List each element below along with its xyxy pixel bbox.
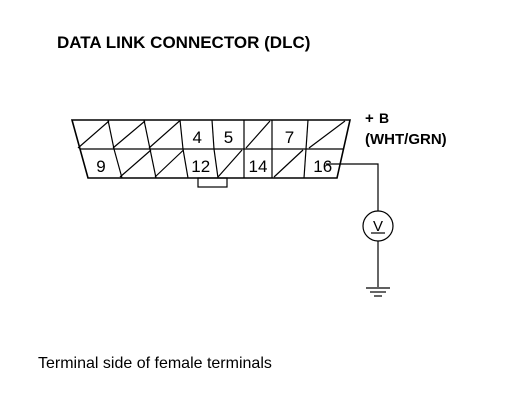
voltmeter-icon: V (362, 210, 394, 242)
pin-label-14: 14 (249, 157, 268, 176)
cell-divider-top (305, 119, 309, 150)
connector-outline (70, 119, 351, 179)
cell-divider-bottom (149, 148, 157, 179)
pin-label-16: 16 (313, 157, 332, 176)
cell-divider-top (179, 119, 184, 150)
empty-cell-slash (119, 149, 152, 178)
empty-cell-slash (308, 120, 346, 149)
probe-wire-positive (326, 163, 379, 211)
empty-cell-slash (77, 120, 110, 149)
wire-color-label: (WHT/GRN) (365, 131, 447, 148)
cell-divider-top (143, 119, 151, 150)
cell-divider-top (107, 119, 115, 150)
empty-cell-slash (112, 120, 146, 149)
pin-label-7: 7 (285, 128, 294, 147)
connector-latch (197, 177, 228, 188)
pin-labels: 9 4 12 5 14 7 16 (96, 128, 332, 176)
diagram-title: DATA LINK CONNECTOR (DLC) (57, 33, 310, 52)
ground-icon (366, 287, 390, 297)
cell-divider-bottom (113, 148, 123, 179)
pin-label-5: 5 (224, 128, 233, 147)
pin-label-9: 9 (96, 157, 105, 176)
empty-cell-slash (217, 149, 243, 178)
empty-cell-slash (148, 120, 180, 149)
cell-divider-bottom (213, 148, 219, 179)
empty-cell-slash (154, 149, 184, 178)
dlc-connector: 9 4 12 5 14 7 16 (70, 119, 351, 188)
cell-divider-bottom (303, 148, 307, 179)
plus-sign: + (365, 110, 374, 127)
voltmeter-letter: V (373, 218, 383, 235)
pin-label-4: 4 (193, 128, 202, 147)
connector-cell-dividers (77, 119, 346, 179)
pin-label-12: 12 (191, 157, 210, 176)
caption: Terminal side of female terminals (38, 355, 272, 372)
cell-divider-bottom (182, 148, 189, 179)
empty-cell-slash (245, 120, 271, 149)
empty-cell-slash (273, 149, 304, 178)
b-label: B (379, 110, 389, 126)
cell-divider-top (211, 119, 215, 150)
